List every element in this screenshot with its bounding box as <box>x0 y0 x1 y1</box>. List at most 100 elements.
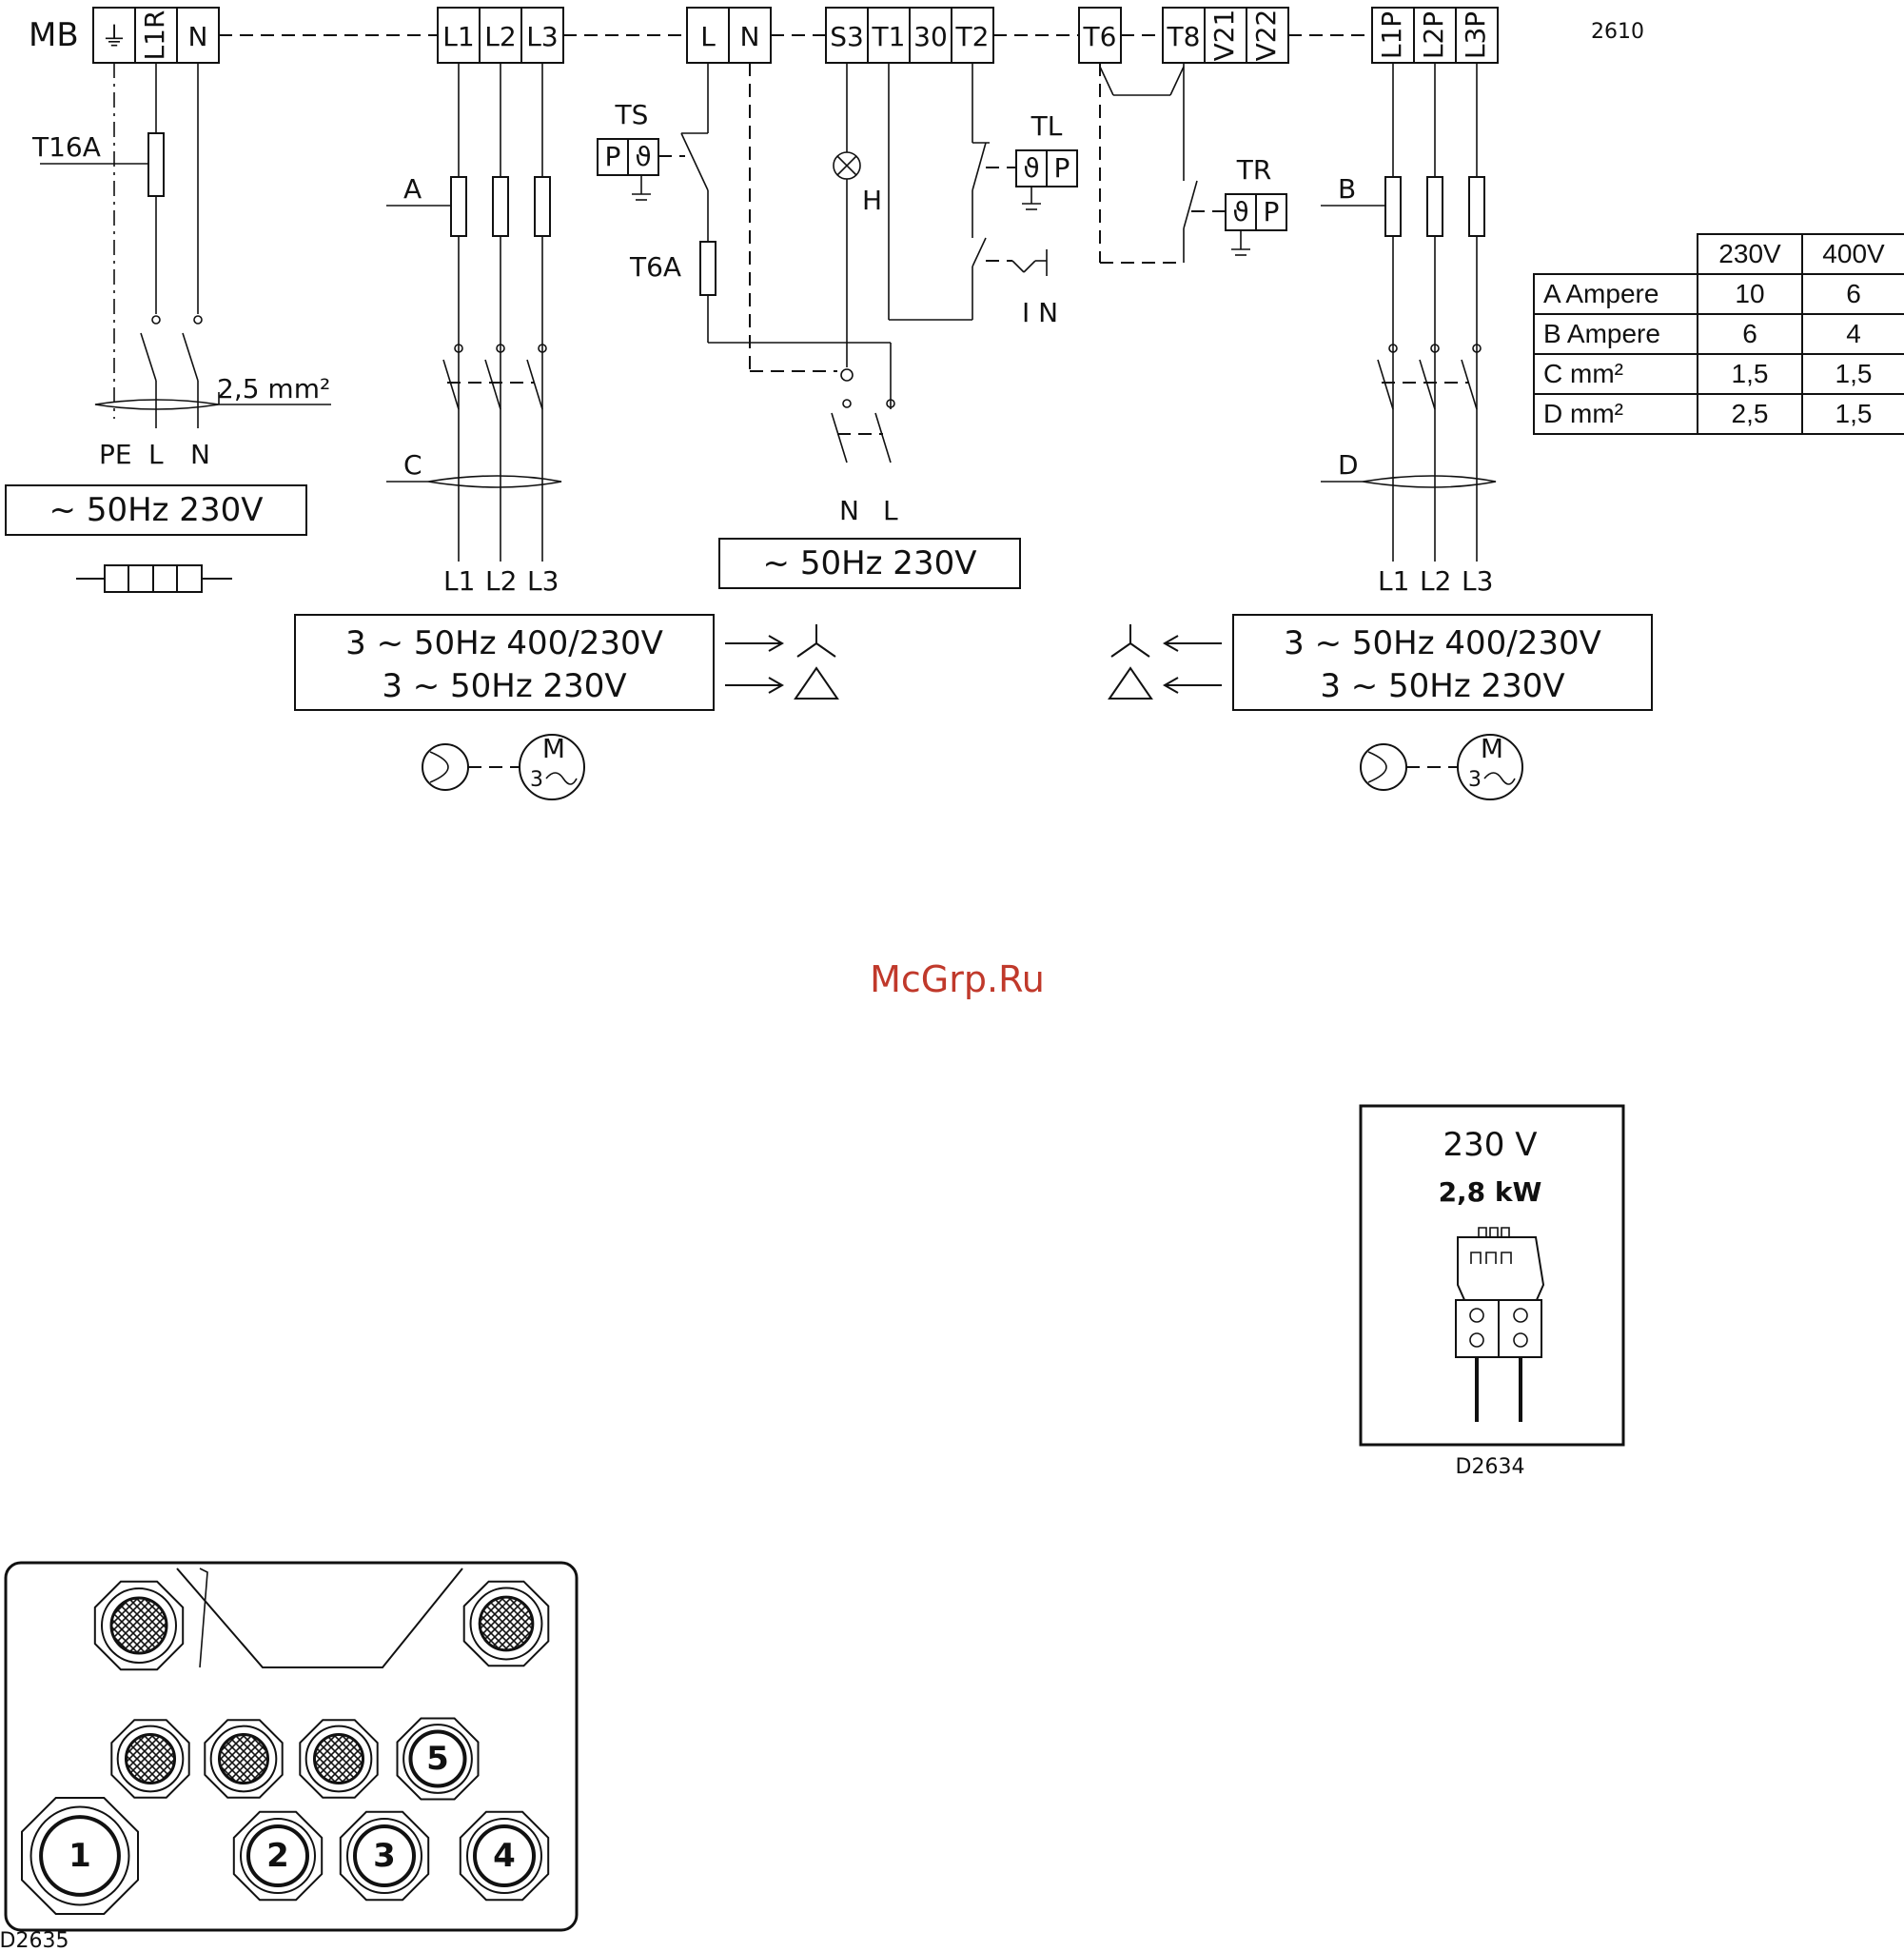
heater-voltage: 230 V <box>1443 1126 1538 1164</box>
table-cell-text: 4 <box>1846 319 1861 348</box>
gland-number: 2 <box>266 1837 289 1875</box>
label-n: N <box>190 439 210 470</box>
terminal-label-30: 30 <box>913 21 948 52</box>
terminal-label-v22: V22 <box>1250 10 1282 62</box>
table-cell-text: 6 <box>1846 279 1861 308</box>
strip-prefix: MB <box>29 16 79 54</box>
label-pe: PE <box>99 439 132 470</box>
motor-right-3: 3 <box>1468 768 1482 792</box>
label-tr: TR <box>1236 154 1272 186</box>
table-cell-text: 6 <box>1742 319 1757 348</box>
control-circuit: T6A P ϑ TS H N L ~ 50Hz 230V <box>597 63 1021 589</box>
gland-bottom-2 <box>232 1810 324 1902</box>
terminal-label-l1r: L1R <box>139 10 170 61</box>
terminal-label-l3: L3 <box>526 21 558 52</box>
label-in: I N <box>1022 297 1058 328</box>
terminal-label-l2p: L2P <box>1418 11 1449 59</box>
table-cell <box>1697 313 1803 355</box>
table-cell-text: 2,5 <box>1732 399 1769 428</box>
table-cell <box>1697 393 1803 435</box>
terminal-label-n: N <box>188 21 208 52</box>
three-phase-right: 3 ~ 50Hz 400/230V 3 ~ 50Hz 230V <box>1108 614 1653 711</box>
terminal-label-l1p: L1P <box>1376 11 1407 59</box>
ts-theta: ϑ <box>635 141 651 172</box>
watermark-text: McGrp.Ru <box>870 958 1045 1000</box>
figure-id-wiring: 2610 <box>1591 20 1644 44</box>
heater-panel: 230 V 2,8 kW <box>1359 1104 1625 1447</box>
label-l2-p2: L2 <box>1420 565 1451 597</box>
gland-bottom-1 <box>21 1797 139 1915</box>
table-cell-text: A Ampere <box>1543 279 1659 308</box>
gland-bottom-4 <box>459 1810 550 1902</box>
ts-p: P <box>605 141 621 172</box>
table-cell-text: 1,5 <box>1835 359 1873 388</box>
tl-theta: ϑ <box>1023 152 1039 184</box>
supply-box-mid <box>718 538 1021 589</box>
gland-mid-2 <box>204 1719 284 1799</box>
terminal-label-l: L <box>700 21 716 52</box>
pump2-circuit: B D L1 L2 L3 <box>1321 63 1497 597</box>
terminal-strip: MB ⏚ L1R N L1 L2 L3 L N S3 T1 <box>29 7 1499 64</box>
tr-p: P <box>1264 196 1280 227</box>
label-ctrl-l: L <box>883 495 898 526</box>
gland-top-left <box>93 1580 185 1671</box>
terminal-label-pe: ⏚ <box>101 21 128 52</box>
label-fuse-ctrl: T6A <box>629 251 681 283</box>
table-cell-text: C mm² <box>1543 359 1623 388</box>
pump1-circuit: A C L1 L2 L3 <box>386 63 562 597</box>
gland-number: 1 <box>69 1837 91 1875</box>
pump-motor-right: M 3 <box>1360 733 1523 800</box>
label-cable-size: 2,5 mm² <box>217 373 330 404</box>
gland-top-right <box>462 1580 550 1667</box>
supply-3ph-left-2: 3 ~ 50Hz 230V <box>382 667 626 705</box>
table-cell-text: 10 <box>1735 279 1764 308</box>
heater-power: 2,8 kW <box>1439 1176 1542 1208</box>
terminal-label-t6: T6 <box>1083 21 1117 52</box>
label-h: H <box>862 185 882 216</box>
label-c: C <box>403 449 422 481</box>
table-cell <box>1801 353 1904 395</box>
table-cell <box>1801 393 1904 435</box>
label-d: D <box>1338 449 1359 481</box>
label-l3-p2: L3 <box>1462 565 1493 597</box>
table-cell-text: D mm² <box>1543 399 1623 428</box>
three-phase-left: 3 ~ 50Hz 400/230V 3 ~ 50Hz 230V <box>294 614 839 711</box>
gland-number: 3 <box>373 1837 396 1875</box>
main-supply-circuit: T16A 2,5 mm² PE L N ~ 50Hz 230V <box>5 63 331 593</box>
label-l1: L1 <box>443 565 475 597</box>
label-l1-p2: L1 <box>1378 565 1409 597</box>
table-header: 400V <box>1822 239 1885 268</box>
motor-left-3: 3 <box>530 768 543 792</box>
supply-3ph-right-1: 3 ~ 50Hz 400/230V <box>1284 624 1601 662</box>
gland-mid-1 <box>110 1719 190 1799</box>
gland-bottom-3 <box>339 1810 430 1902</box>
supply-3ph-right-2: 3 ~ 50Hz 230V <box>1320 667 1564 705</box>
table-header: 230V <box>1718 239 1781 268</box>
supply-single-mid: ~ 50Hz 230V <box>763 544 977 582</box>
label-fuse-main: T16A <box>31 131 101 163</box>
terminal-label-v21: V21 <box>1208 10 1240 62</box>
motor-right-m: M <box>1481 733 1503 764</box>
supply-box-left <box>5 484 307 536</box>
terminal-label-l1: L1 <box>442 21 474 52</box>
label-a: A <box>403 173 422 205</box>
figure-id-glands: D2635 <box>0 1929 69 1952</box>
table-cell <box>1801 313 1904 355</box>
supply-3ph-left-1: 3 ~ 50Hz 400/230V <box>345 624 663 662</box>
terminal-label-l2: L2 <box>484 21 516 52</box>
label-b: B <box>1338 173 1356 205</box>
terminal-label-n2: N <box>740 21 760 52</box>
terminal-label-t1: T1 <box>872 21 906 52</box>
terminal-label-t2: T2 <box>955 21 990 52</box>
table-cell-text: B Ampere <box>1543 319 1660 348</box>
label-tl: TL <box>1031 110 1063 142</box>
label-l: L <box>148 439 164 470</box>
label-ts: TS <box>615 99 649 130</box>
safety-circuit: I N ϑ P TL <box>888 63 1078 328</box>
tl-p: P <box>1054 152 1070 184</box>
supply-single-left: ~ 50Hz 230V <box>49 491 264 529</box>
pump-motor-left: M 3 <box>422 733 585 800</box>
fuse-t16a <box>147 132 165 197</box>
label-ctrl-n: N <box>839 495 859 526</box>
